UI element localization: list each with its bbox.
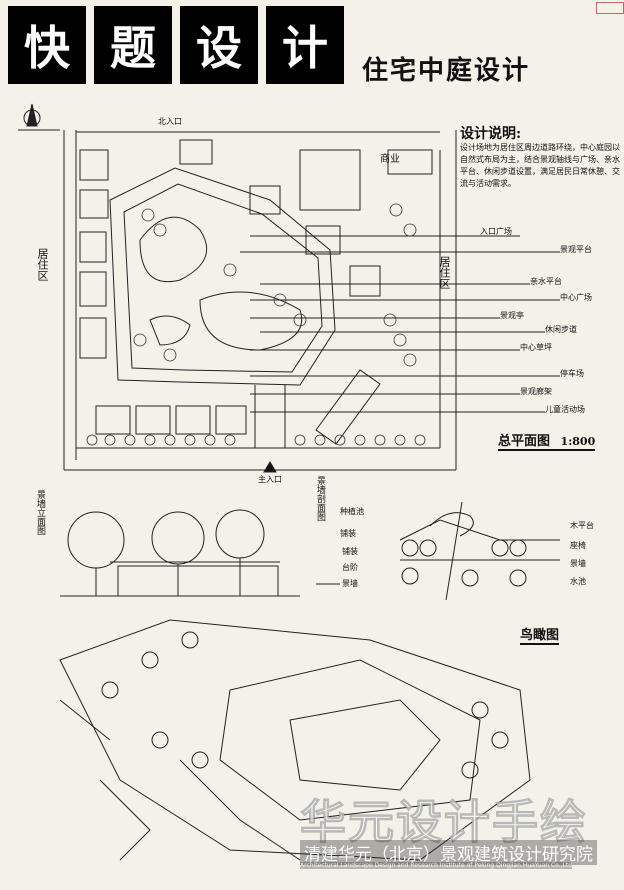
plan-callout-9: 景观廊架 — [520, 387, 552, 396]
design-notes-body: 设计场地为居住区周边道路环绕，中心庭园以自然式布局为主，结合景观轴线与广场、亲水… — [460, 143, 620, 188]
watermark-main: 华元设计手绘 — [300, 795, 588, 850]
south-entry-label: 主入口 — [258, 475, 282, 484]
plan-callout-3: 亲水平台 — [530, 277, 562, 286]
title-char-2: 题 — [94, 6, 172, 84]
detail-callout-3: 座椅 — [570, 541, 586, 550]
right-area-label: 居住区 — [438, 256, 451, 289]
detail-callout-6: 铺装 — [340, 529, 356, 538]
plan-title: 总平面图 1:800 — [498, 430, 596, 451]
watermark-en: Architectural,Landscape Design and Resea… — [300, 862, 573, 869]
plan-callout-10: 儿童活动场 — [545, 405, 585, 414]
title-char-3: 设 — [180, 6, 258, 84]
elevation-callout-1: 景墙 — [342, 579, 358, 588]
detail-callout-5: 水池 — [570, 577, 586, 586]
elevation-drawing — [60, 509, 340, 597]
design-notes: 设计说明: 设计场地为居住区周边道路环绕，中心庭园以自然式布局为主，结合景观轴线… — [460, 126, 620, 190]
plan-callout-8: 停车场 — [560, 369, 584, 378]
plan-callout-2: 景观平台 — [560, 245, 592, 254]
plan-title-text: 总平面图 — [498, 434, 551, 449]
detail-callout-2: 木平台 — [570, 521, 594, 530]
detail-section-drawing — [399, 501, 560, 601]
detail-callout-1: 种植池 — [340, 507, 364, 516]
plan-scale: 1:800 — [560, 435, 596, 448]
title-char-1: 快 — [8, 6, 86, 84]
title-block: 快 题 设 计 — [8, 6, 348, 86]
elevation-callout-2: 台阶 — [342, 563, 358, 572]
plan-callout-7: 中心草坪 — [520, 343, 552, 352]
plan-callout-4: 中心广场 — [560, 293, 592, 302]
north-arrow-icon — [18, 103, 60, 131]
plan-callout-5: 景观亭 — [500, 311, 524, 320]
aerial-title: 鸟瞰图 — [520, 624, 560, 645]
title-char-4: 计 — [266, 6, 344, 84]
top-right-label: 商业 — [380, 154, 400, 165]
watermark-sub: 清建华元（北京）景观建筑设计研究院 — [300, 840, 597, 865]
north-entry-label: 北入口 — [158, 117, 182, 126]
section-label: 景墙剖面图 — [315, 476, 325, 521]
elevation-callout-3: 铺装 — [342, 547, 358, 556]
detail-callout-4: 景墙 — [570, 559, 586, 568]
aerial-view-drawing — [59, 619, 531, 861]
left-area-label: 居住区 — [36, 248, 49, 281]
elevation-label: 景墙立面图 — [35, 490, 45, 535]
subtitle: 住宅中庭设计 — [362, 56, 531, 86]
plan-callout-6: 休闲步道 — [545, 325, 577, 334]
plan-callout-1: 入口广场 — [480, 227, 512, 236]
design-notes-title: 设计说明: — [460, 126, 522, 142]
